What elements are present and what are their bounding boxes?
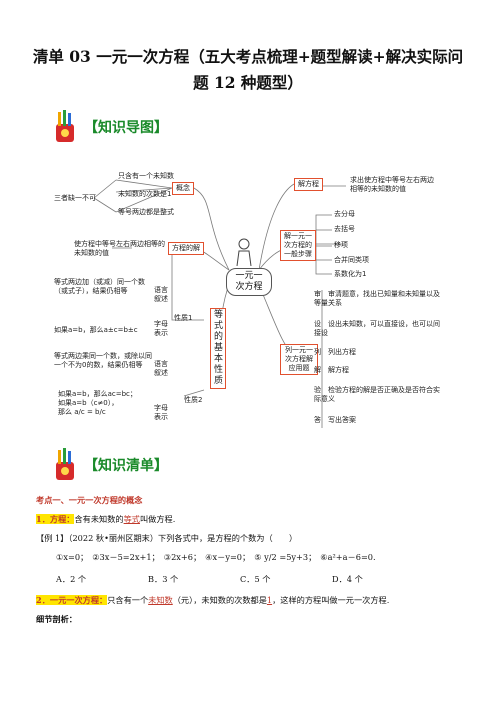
definition-equation: 1．方程：含有未知数的等式叫做方程. — [36, 514, 176, 524]
option-b: B．3 个 — [148, 574, 179, 584]
apply-step-2: 设 设出未知数，可以直接设，也可以间接设 — [314, 320, 440, 337]
section-mindmap-header: 【知识导图】 — [52, 110, 168, 144]
key-point-1-title: 考点一、一元一次方程的概念 — [36, 495, 143, 505]
section-checklist-header: 【知识清单】 — [52, 448, 168, 482]
thinking-figure-icon — [234, 238, 254, 266]
option-a: A．2 个 — [56, 574, 87, 584]
property-1-statement-tag: 语言叙述 — [154, 286, 168, 303]
pencil-cup-icon — [52, 448, 78, 482]
solution-definition: 使方程中等号左右两边相等的未知数的值 — [74, 240, 165, 257]
step-2: 去括号 — [334, 225, 355, 233]
concept-item-2: 未知数的次数是1 — [118, 190, 172, 198]
node-property-1: 性质1 — [174, 314, 193, 322]
example-item: ⑤ y/2 =5y+3； — [254, 552, 317, 562]
mind-map: 一元一 次方程 概念 只含有一个未知数 未知数的次数是1 等号两边都是整式 三者… — [54, 160, 452, 436]
property-1-symbol: 如果a=b，那么a±c=b±c — [54, 326, 138, 334]
node-application: 列一元一次方程解应用题 — [280, 344, 318, 375]
step-3: 移项 — [334, 241, 348, 249]
node-solve-equation: 解方程 — [294, 178, 323, 191]
section-title: 【知识导图】 — [84, 120, 168, 136]
step-5: 系数化为1 — [334, 270, 367, 278]
step-4: 合并同类项 — [334, 256, 369, 264]
node-solving-steps: 解一元一次方程的一般步骤 — [280, 230, 316, 261]
section-title: 【知识清单】 — [84, 458, 168, 474]
definition-linear-equation: 2．一元一次方程：只含有一个未知数（元），未知数的次数都是1，这样的方程叫做一元… — [36, 595, 390, 605]
example-item: ③2x+6； — [163, 552, 202, 562]
option-c: C．5 个 — [240, 574, 271, 584]
concept-note: 三者缺一不可 — [54, 194, 96, 202]
checklist-body: 考点一、一元一次方程的概念 1．方程：含有未知数的等式叫做方程. 【例 1】（2… — [36, 494, 466, 625]
title-line-1: 清单 03 一元一次方程（五大考点梳理+题型解读+解决实际问 — [32, 47, 464, 66]
example-item: ⑥a²+a－6=0. — [320, 552, 376, 562]
concept-item-3: 等号两边都是整式 — [118, 208, 174, 216]
apply-step-5: 验 检验方程的解是否正确及是否符合实际意义 — [314, 386, 440, 403]
node-property-2: 性质2 — [184, 396, 203, 404]
node-concept: 概念 — [172, 182, 194, 195]
example-item: ①x=0； — [56, 552, 89, 562]
example-1-options: A．2 个 B．3 个 C．5 个 D．4 个 — [36, 573, 466, 585]
example-item: ④x－y=0； — [205, 552, 251, 562]
property-2-statement-tag: 语言叙述 — [154, 360, 168, 377]
solve-definition: 求出使方程中等号左右两边相等的未知数的值 — [350, 176, 434, 193]
apply-step-4: 解 解方程 — [314, 366, 349, 374]
node-properties: 等式的基本性质 — [210, 308, 226, 389]
property-2-symbol: 如果a=b，那么ac=bc； 如果a=b（c≠0）， 那么 a/c = b/c — [58, 390, 137, 416]
step-1: 去分母 — [334, 210, 355, 218]
page-title: 清单 03 一元一次方程（五大考点梳理+题型解读+解决实际问 题 12 种题型） — [30, 44, 466, 96]
property-1-statement: 等式两边加（或减）同一个数（或式子），结果仍相等 — [54, 278, 145, 295]
example-1-question: 【例 1】（2022 秋•丽州区期末）下列各式中，是方程的个数为（ ） — [36, 533, 298, 543]
apply-step-6: 答 写出答案 — [314, 416, 356, 424]
pencil-cup-icon — [52, 110, 78, 144]
mind-map-center-node: 一元一 次方程 — [226, 268, 272, 296]
option-d: D．4 个 — [332, 574, 363, 584]
concept-item-1: 只含有一个未知数 — [118, 172, 174, 180]
property-2-statement: 等式两边乘同一个数，或除以同一个不为0的数，结果仍相等 — [54, 352, 152, 369]
property-2-symbol-tag: 字母表示 — [154, 404, 168, 421]
apply-step-3: 列 列出方程 — [314, 348, 356, 356]
title-line-2: 题 12 种题型） — [193, 73, 303, 92]
example-1-items: ①x=0； ②3x－5=2x+1； ③2x+6； ④x－y=0； ⑤ y/2 =… — [36, 551, 466, 563]
apply-step-1: 审 审清题意，找出已知量和未知量以及等量关系 — [314, 290, 440, 307]
property-1-symbol-tag: 字母表示 — [154, 320, 168, 337]
detail-analysis-label: 细节剖析： — [36, 614, 77, 624]
node-solution: 方程的解 — [168, 242, 204, 255]
example-item: ②3x－5=2x+1； — [92, 552, 160, 562]
